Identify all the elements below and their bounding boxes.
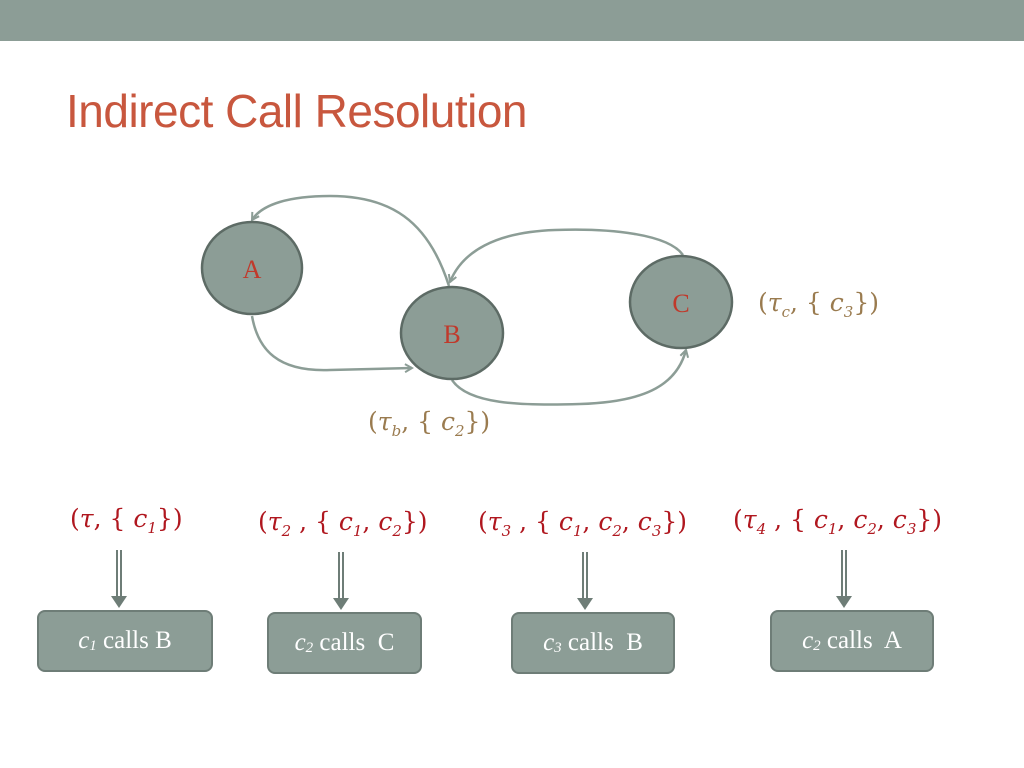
node-b: B xyxy=(399,285,505,381)
node-a-label: A xyxy=(243,255,262,284)
tuple-step-2: (τ2 , { c1, c2}) xyxy=(258,507,428,540)
tuple-step-1: (τ, { c1}) xyxy=(70,504,183,537)
node-a: A xyxy=(200,220,304,316)
slide-title: Indirect Call Resolution xyxy=(66,85,528,137)
node-b-annotation: (τb, { c2}) xyxy=(368,407,491,440)
tuple-step-3: (τ3 , { c1, c2, c3}) xyxy=(478,507,688,540)
edge-b-to-a xyxy=(252,194,451,287)
top-bar xyxy=(0,0,1024,41)
node-c-annotation: (τc, { c3}) xyxy=(758,288,879,321)
edge-c-to-b xyxy=(450,228,685,282)
down-arrow-step-3 xyxy=(577,552,593,610)
tuple-step-4: (τ4 , { c1, c2, c3}) xyxy=(733,505,943,538)
down-arrow-step-4 xyxy=(836,550,852,608)
edge-b-to-c xyxy=(450,350,686,406)
node-b-label: B xyxy=(443,320,460,349)
node-c-label: C xyxy=(672,289,689,318)
down-arrow-step-1 xyxy=(111,550,127,608)
edge-a-to-b xyxy=(250,315,412,370)
node-c: C xyxy=(628,254,734,350)
down-arrow-step-2 xyxy=(333,552,349,610)
